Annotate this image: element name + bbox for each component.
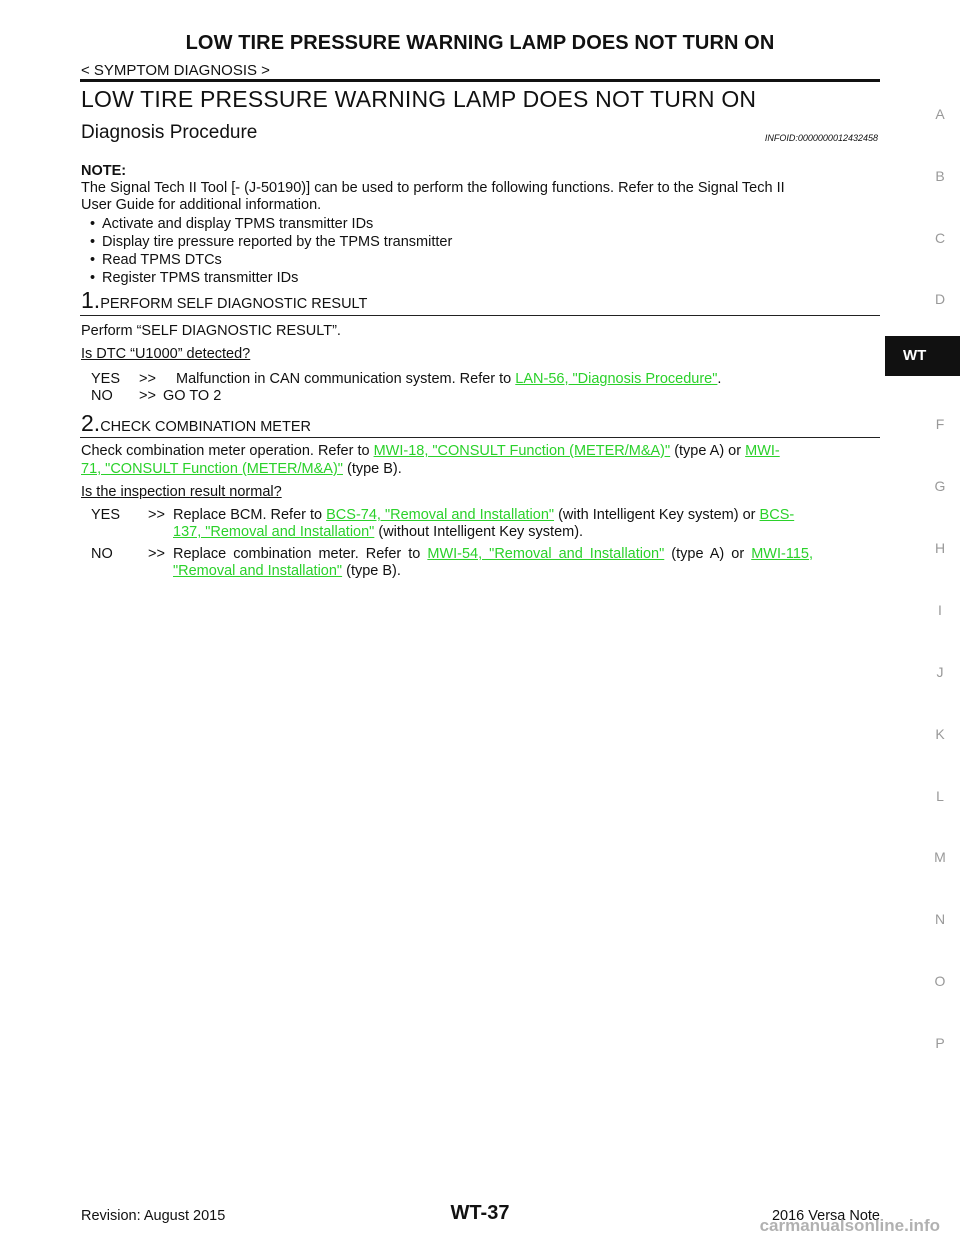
side-index-letter[interactable]: J	[936, 664, 944, 680]
step-1-no-arrow: >>	[139, 388, 156, 404]
step-1-no-label: NO	[91, 388, 113, 404]
list-item: •Display tire pressure reported by the T…	[90, 234, 453, 250]
step-2-no-arrow: >>	[148, 546, 165, 562]
page-header-title: LOW TIRE PRESSURE WARNING LAMP DOES NOT …	[185, 32, 775, 54]
side-index-letter[interactable]: N	[934, 911, 946, 927]
step-2-instruction-line2: 71, "CONSULT Function (METER/M&A)" (type…	[81, 461, 402, 477]
side-index-letter[interactable]: M	[934, 849, 946, 865]
side-index-letter[interactable]: K	[935, 726, 945, 742]
side-index-letter[interactable]: A	[935, 106, 945, 122]
step-1-title: 1.PERFORM SELF DIAGNOSTIC RESULT	[81, 287, 368, 313]
step-2-question: Is the inspection result normal?	[81, 484, 282, 500]
list-item: •Read TPMS DTCs	[90, 252, 222, 268]
link-mwi-54[interactable]: MWI-54, "Removal and Installation"	[427, 546, 665, 562]
side-index-letter[interactable]: I	[938, 602, 942, 618]
document-heading: LOW TIRE PRESSURE WARNING LAMP DOES NOT …	[81, 86, 757, 112]
step-2-yes-arrow: >>	[148, 507, 165, 523]
step-2-no-text-line2: "Removal and Installation" (type B).	[173, 563, 401, 579]
side-index-letter[interactable]: B	[935, 168, 945, 184]
step-2-no-label: NO	[91, 546, 113, 562]
step-2-yes-text-line1: Replace BCM. Refer to BCS-74, "Removal a…	[173, 507, 795, 523]
side-index-letter[interactable]: F	[935, 416, 945, 432]
side-index: A B C D F G H I J K L M N O P	[900, 0, 960, 1242]
step-1-no-text: GO TO 2	[163, 388, 222, 404]
side-index-letter[interactable]: P	[935, 1035, 945, 1051]
note-text-line2: User Guide for additional information.	[81, 197, 322, 213]
step-1-yes-arrow: >>	[139, 371, 156, 387]
link-bcs-137-cont[interactable]: 137, "Removal and Installation"	[173, 524, 375, 540]
note-label: NOTE:	[81, 163, 127, 179]
note-text-line1: The Signal Tech II Tool [- (J-50190)] ca…	[81, 180, 785, 196]
step-1-yes-text: Malfunction in CAN communication system.…	[176, 371, 722, 387]
link-bcs-74[interactable]: BCS-74, "Removal and Installation"	[326, 507, 555, 523]
footer-page-number: WT-37	[450, 1202, 510, 1224]
step-2-title: 2.CHECK COMBINATION METER	[81, 410, 311, 436]
step-2-no-text-line1: Replace combination meter. Refer to MWI-…	[173, 546, 813, 562]
side-index-letter[interactable]: C	[934, 230, 946, 246]
link-mwi-71[interactable]: MWI-	[745, 443, 780, 459]
list-item: •Activate and display TPMS transmitter I…	[90, 216, 374, 232]
side-index-letter[interactable]: O	[934, 973, 946, 989]
step-2-rule	[80, 437, 880, 438]
step-1-instruction: Perform “SELF DIAGNOSTIC RESULT”.	[81, 323, 341, 339]
section-label: < SYMPTOM DIAGNOSIS >	[81, 62, 270, 79]
list-item: •Register TPMS transmitter IDs	[90, 270, 299, 286]
link-mwi-18[interactable]: MWI-18, "CONSULT Function (METER/M&A)"	[373, 443, 671, 459]
footer-model: 2016 Versa Note	[771, 1208, 880, 1224]
side-index-letter[interactable]: D	[934, 291, 946, 307]
info-id: INFOID:0000000012432458	[764, 133, 878, 143]
sub-heading: Diagnosis Procedure	[81, 122, 258, 143]
link-lan-56[interactable]: LAN-56, "Diagnosis Procedure"	[515, 371, 718, 387]
side-index-letter[interactable]: L	[936, 788, 944, 804]
step-1-question: Is DTC “U1000” detected?	[81, 346, 251, 362]
step-2-instruction-line1: Check combination meter operation. Refer…	[81, 443, 780, 459]
watermark-logo: carmanualsonline.info	[759, 1216, 940, 1235]
side-index-letter[interactable]: H	[934, 540, 946, 556]
side-index-letter[interactable]: G	[934, 478, 946, 494]
step-2-yes-text-line2: 137, "Removal and Installation" (without…	[173, 524, 584, 540]
link-mwi-115-cont[interactable]: "Removal and Installation"	[173, 563, 343, 579]
header-rule	[80, 79, 880, 82]
link-bcs-137[interactable]: BCS-	[759, 507, 795, 523]
link-mwi-115[interactable]: MWI-115,	[751, 546, 813, 562]
side-tab-current[interactable]: WT	[885, 336, 960, 376]
step-1-yes-label: YES	[91, 371, 121, 387]
link-mwi-71-cont[interactable]: 71, "CONSULT Function (METER/M&A)"	[81, 461, 343, 477]
step-2-yes-label: YES	[91, 507, 121, 523]
footer-revision: Revision: August 2015	[81, 1208, 226, 1224]
step-1-rule	[80, 315, 880, 316]
